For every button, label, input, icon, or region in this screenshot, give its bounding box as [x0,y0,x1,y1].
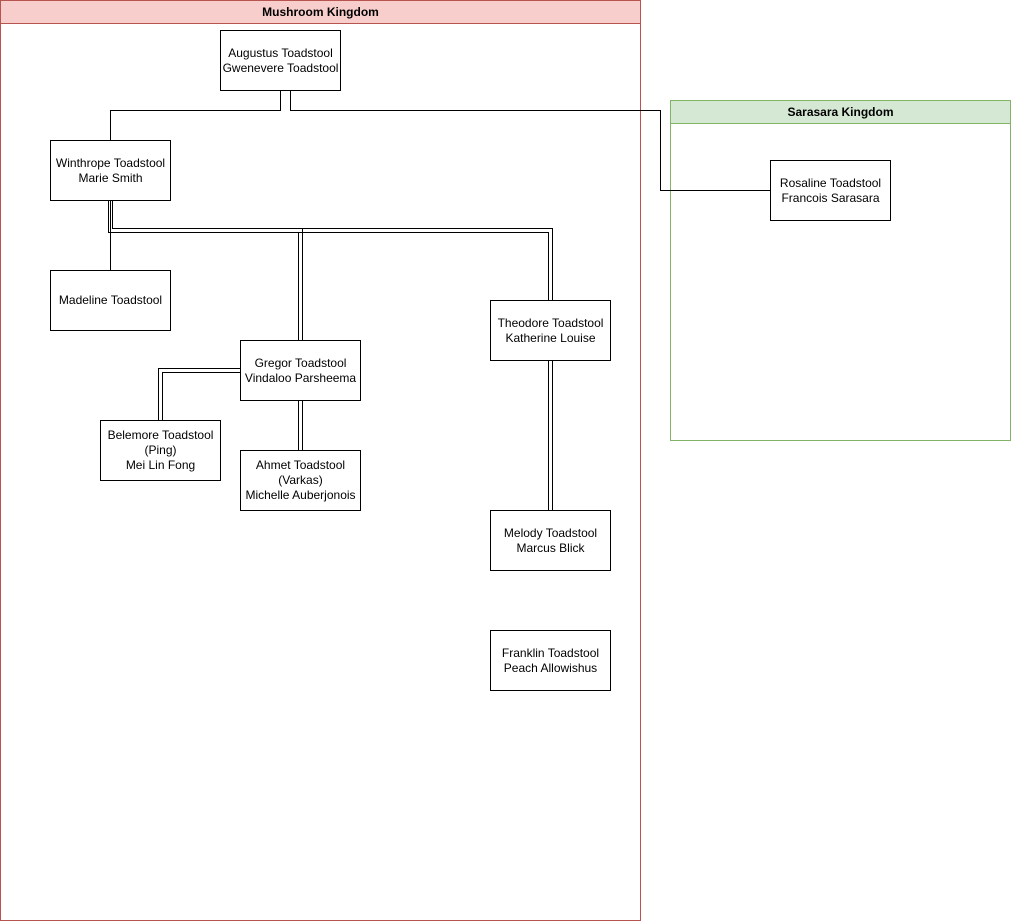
node-text-line: (Varkas) [278,473,323,487]
node-ahmet-toadstool: Ahmet Toadstool(Varkas)Michelle Auberjon… [240,450,361,511]
mushroom-kingdom-title: Mushroom Kingdom [1,1,640,24]
node-text-line: Katherine Louise [505,330,596,345]
node-text-line: Rosaline Toadstool [779,175,882,190]
node-text-line: Gwenevere Toadstool [222,60,339,75]
node-text-line: Peach Allowishus [503,660,598,675]
node-text-line: Michelle Auberjonois [245,488,356,502]
node-text-line: Theodore Toadstool [497,315,604,330]
node-text-line: Francois Sarasara [781,190,880,205]
connector-augustus-winthrope [110,90,281,140]
node-text-line: (Ping) [144,443,177,457]
sarasara-kingdom-container: Sarasara Kingdom [670,100,1011,441]
node-madeline-toadstool: Madeline Toadstool [50,270,171,331]
node-text-line: Madeline Toadstool [58,293,163,307]
node-text-line: Franklin Toadstool [501,645,600,660]
node-text-line: Melody Toadstool [503,525,598,540]
connector-winthrope-theodore-inner [112,200,553,300]
node-text-line: Mei Lin Fong [125,458,196,472]
sarasara-kingdom-title: Sarasara Kingdom [671,101,1010,124]
connector-gregor-belemore-outer [158,368,240,420]
node-belemore-toadstool: Belemore Toadstool(Ping)Mei Lin Fong [100,420,221,481]
node-text-line: Ahmet Toadstool [255,458,346,472]
node-text-line: Gregor Toadstool [254,355,347,370]
node-text-line: Belemore Toadstool [107,428,214,442]
node-text-line: Marcus Blick [516,540,585,555]
node-text-line: Marie Smith [78,170,143,185]
connector-winthrope-theodore-outer [108,200,549,300]
connector-augustus-rosaline [290,90,770,191]
connector-gregor-belemore-inner [162,372,240,420]
node-text-line: Winthrope Toadstool [55,155,166,170]
node-text-line: Vindaloo Parsheema [244,370,357,385]
node-text-line: Augustus Toadstool [228,45,333,60]
